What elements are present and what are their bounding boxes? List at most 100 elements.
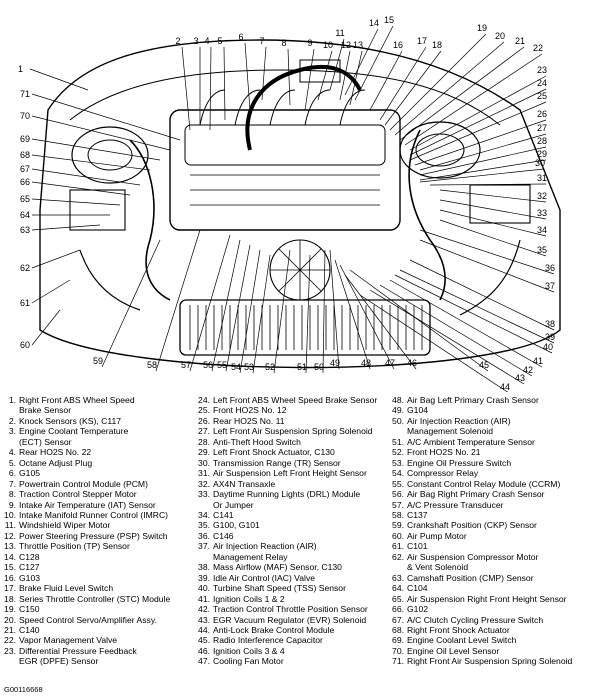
legend-text: Front HO2S No. 12 xyxy=(213,405,287,416)
leader-line-16 xyxy=(369,50,403,111)
callout-66: 66 xyxy=(20,177,30,187)
callout-13: 13 xyxy=(353,40,363,50)
legend-number: 43. xyxy=(198,614,210,625)
legend-text: Windshield Wiper Motor xyxy=(19,520,111,531)
legend-text: C104 xyxy=(407,583,428,594)
leader-line-29 xyxy=(419,159,547,181)
legend-number: 9. xyxy=(8,499,16,510)
legend-item-67: 67.A/C Clutch Cycling Pressure Switch xyxy=(390,615,590,625)
legend-item-13: 13.Throttle Position (TP) Sensor xyxy=(2,541,196,551)
legend-text: Anti-Theft Hood Switch xyxy=(213,436,301,447)
callout-58: 58 xyxy=(147,360,157,370)
callout-39: 39 xyxy=(545,332,555,342)
legend-item-46: 46.Ignition Coils 3 & 4 xyxy=(196,646,390,656)
legend-number: 29. xyxy=(198,447,210,458)
legend-text: Air Suspension Left Front Height Sensor xyxy=(213,468,367,479)
leader-line-62 xyxy=(31,249,81,269)
leader-line-49 xyxy=(329,249,340,370)
legend-text: C137 xyxy=(407,509,428,520)
legend-number: 41. xyxy=(198,593,210,604)
callout-28: 28 xyxy=(537,136,547,146)
leader-line-70 xyxy=(31,115,171,151)
legend-number: 50. xyxy=(392,415,404,426)
leader-line-42 xyxy=(379,284,533,377)
legend-item-40: 40.Turbine Shaft Speed (TSS) Sensor xyxy=(196,583,390,593)
legend-number: 20. xyxy=(4,614,16,625)
legend-text: Traction Control Stepper Motor xyxy=(19,489,137,500)
callout-31: 31 xyxy=(537,173,547,183)
leader-line-2 xyxy=(181,46,191,131)
legend-item-64: 64.C104 xyxy=(390,583,590,593)
leader-line-22 xyxy=(404,53,543,146)
legend-item-62: 62.Air Suspension Compressor Motor xyxy=(390,552,590,562)
callout-23: 23 xyxy=(537,65,547,75)
callout-61: 61 xyxy=(20,298,30,308)
callout-6: 6 xyxy=(238,32,243,42)
leader-line-15 xyxy=(354,25,394,101)
legend-number: 26. xyxy=(198,415,210,426)
legend-text: Ignition Coils 3 & 4 xyxy=(213,645,285,656)
legend-item-17: 17.Brake Fluid Level Switch xyxy=(2,583,196,593)
legend-text: Transmission Range (TR) Sensor xyxy=(213,457,341,468)
legend-column-2: 24.Left Front ABS Wheel Speed Brake Sens… xyxy=(196,395,390,667)
legend-number: 25. xyxy=(198,405,210,416)
leader-line-23 xyxy=(409,75,547,151)
leader-line-61 xyxy=(31,279,71,304)
callout-49: 49 xyxy=(330,358,340,368)
legend-text: Intake Manifold Runner Control (IMRC) xyxy=(19,509,169,520)
leader-line-34 xyxy=(439,209,547,237)
leader-line-10 xyxy=(317,50,333,101)
callout-55: 55 xyxy=(217,360,227,370)
legend-number: 62. xyxy=(392,551,404,562)
legend-text: Throttle Position (TP) Sensor xyxy=(19,541,130,552)
legend-text: Radio Interference Capacitor xyxy=(213,635,323,646)
callout-36: 36 xyxy=(545,263,555,273)
legend-item-1-line-2: Brake Sensor xyxy=(2,405,196,415)
legend-text: Intake Air Temperature (IAT) Sensor xyxy=(19,499,156,510)
legend-item-4: 4.Rear HO2S No. 22 xyxy=(2,447,196,457)
callout-18: 18 xyxy=(432,40,442,50)
legend-text: Anti-Lock Brake Control Module xyxy=(213,624,335,635)
legend-number: 59. xyxy=(392,520,404,531)
legend-number: 13. xyxy=(4,541,16,552)
leader-line-37 xyxy=(419,239,555,293)
leader-line-68 xyxy=(31,154,151,171)
callout-68: 68 xyxy=(20,150,30,160)
leader-line-56 xyxy=(211,239,241,372)
legend-text: Daytime Running Lights (DRL) Module xyxy=(213,489,361,500)
leader-line-32 xyxy=(439,189,547,203)
legend-text: Or Jumper xyxy=(213,499,254,510)
legend-number: 48. xyxy=(392,395,404,405)
legend-text: Right Front ABS Wheel Speed xyxy=(19,395,135,405)
legend-text: Right Front Air Suspension Spring Soleno… xyxy=(407,656,573,667)
legend-item-33-line-2: Or Jumper xyxy=(196,500,390,510)
legend-item-70: 70.Engine Oil Level Sensor xyxy=(390,646,590,656)
legend-item-47: 47.Cooling Fan Motor xyxy=(196,656,390,666)
callout-27: 27 xyxy=(537,123,547,133)
legend-number: 28. xyxy=(198,436,210,447)
legend-number: 24. xyxy=(198,395,210,405)
legend-number: 11. xyxy=(4,520,16,531)
legend-number: 53. xyxy=(392,457,404,468)
leader-line-58 xyxy=(155,229,201,372)
leader-line-36 xyxy=(419,229,555,275)
callout-37: 37 xyxy=(545,281,555,291)
legend-number: 52. xyxy=(392,447,404,458)
callout-69: 69 xyxy=(20,134,30,144)
callout-44: 44 xyxy=(500,382,510,392)
legend-item-62-line-2: & Vent Solenoid xyxy=(390,562,590,572)
callout-60: 60 xyxy=(20,340,30,350)
callout-48: 48 xyxy=(361,358,371,368)
legend-text: Traction Control Throttle Position Senso… xyxy=(213,604,368,615)
legend-number: 54. xyxy=(392,468,404,479)
callout-22: 22 xyxy=(533,43,543,53)
callout-7: 7 xyxy=(259,36,264,46)
legend-number: 57. xyxy=(392,499,404,510)
legend-text: Management Relay xyxy=(213,551,288,562)
callout-65: 65 xyxy=(20,194,30,204)
leader-line-13 xyxy=(349,50,363,106)
legend-number: 69. xyxy=(392,635,404,646)
legend-text: Air Pump Motor xyxy=(407,530,467,541)
leader-line-9 xyxy=(304,48,315,111)
